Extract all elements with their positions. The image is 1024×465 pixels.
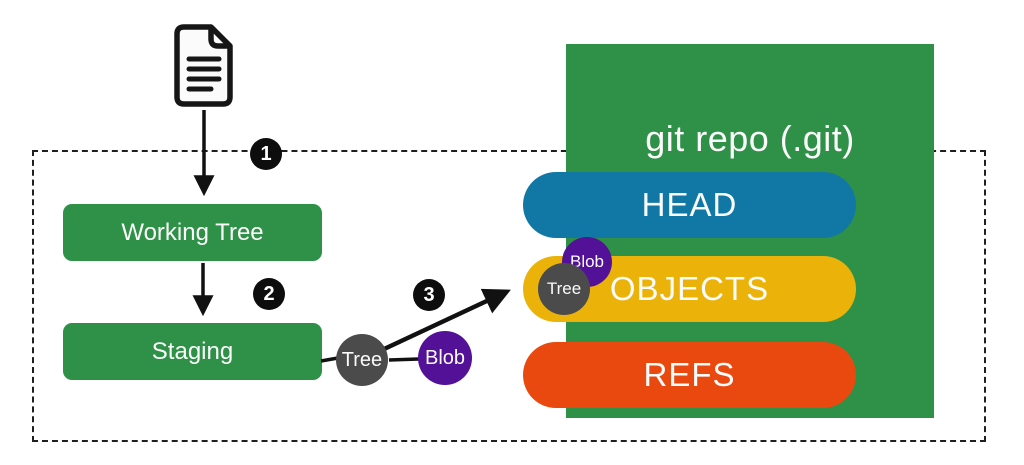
tree-object-circle: Tree (336, 334, 388, 386)
tree-object-label: Tree (341, 348, 383, 371)
repo-title: git repo (.git) (645, 118, 855, 159)
blob-object-circle: Blob (418, 331, 472, 385)
blob-stored-label: Blob (569, 252, 605, 271)
objects-label: OBJECTS (609, 270, 770, 307)
refs-section: REFS (523, 342, 856, 408)
tree-stored-label: Tree (546, 279, 582, 298)
staging-label: Staging (151, 337, 234, 365)
head-label: HEAD (641, 186, 738, 223)
blob-object-label: Blob (424, 346, 466, 369)
step-3-badge: 3 (413, 279, 445, 311)
step-2-badge: 2 (253, 278, 285, 310)
step-3-number: 3 (423, 283, 435, 306)
document-icon (174, 24, 233, 107)
step-2-number: 2 (263, 282, 275, 305)
working-tree-label: Working Tree (121, 218, 264, 246)
tree-stored-circle: Tree (538, 263, 590, 315)
dashed-boundary (32, 150, 986, 442)
step-1-number: 1 (260, 142, 272, 165)
step-1-badge: 1 (250, 138, 282, 170)
staging-node: Staging (63, 323, 322, 380)
head-section: HEAD (523, 172, 856, 238)
refs-label: REFS (643, 356, 736, 393)
working-tree-node: Working Tree (63, 204, 322, 261)
